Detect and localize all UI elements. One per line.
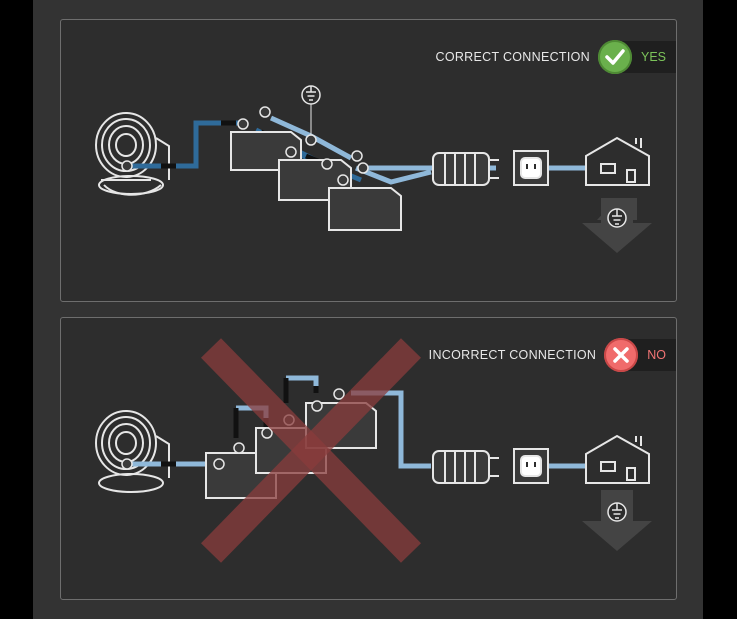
plug-icon (432, 152, 499, 186)
incorrect-wiring-diagram (95, 338, 652, 563)
status-incorrect: INCORRECT CONNECTION NO (429, 338, 676, 372)
plug-icon (432, 450, 499, 484)
status-correct: CORRECT CONNECTION YES (435, 40, 676, 74)
status-label: INCORRECT CONNECTION (428, 348, 597, 362)
adapter-box (230, 131, 402, 231)
house-icon (585, 136, 650, 186)
check-icon (597, 40, 632, 74)
correct-wiring-diagram (95, 85, 652, 253)
status-label: CORRECT CONNECTION (435, 50, 590, 64)
wrong-cross-icon (200, 338, 422, 563)
correct-connection-panel: CORRECT CONNECTION YES (60, 19, 677, 302)
ground-arrow-icon (582, 490, 652, 551)
ground-icon (301, 85, 321, 135)
connector-icon (121, 106, 369, 186)
ground-arrow-icon (582, 198, 652, 253)
fan-icon (95, 410, 170, 493)
outlet-icon (513, 448, 549, 484)
fan-icon (95, 112, 170, 196)
outlet-icon (513, 150, 549, 186)
house-icon (585, 434, 650, 484)
x-icon (604, 338, 639, 372)
incorrect-connection-panel: INCORRECT CONNECTION NO (60, 317, 677, 600)
